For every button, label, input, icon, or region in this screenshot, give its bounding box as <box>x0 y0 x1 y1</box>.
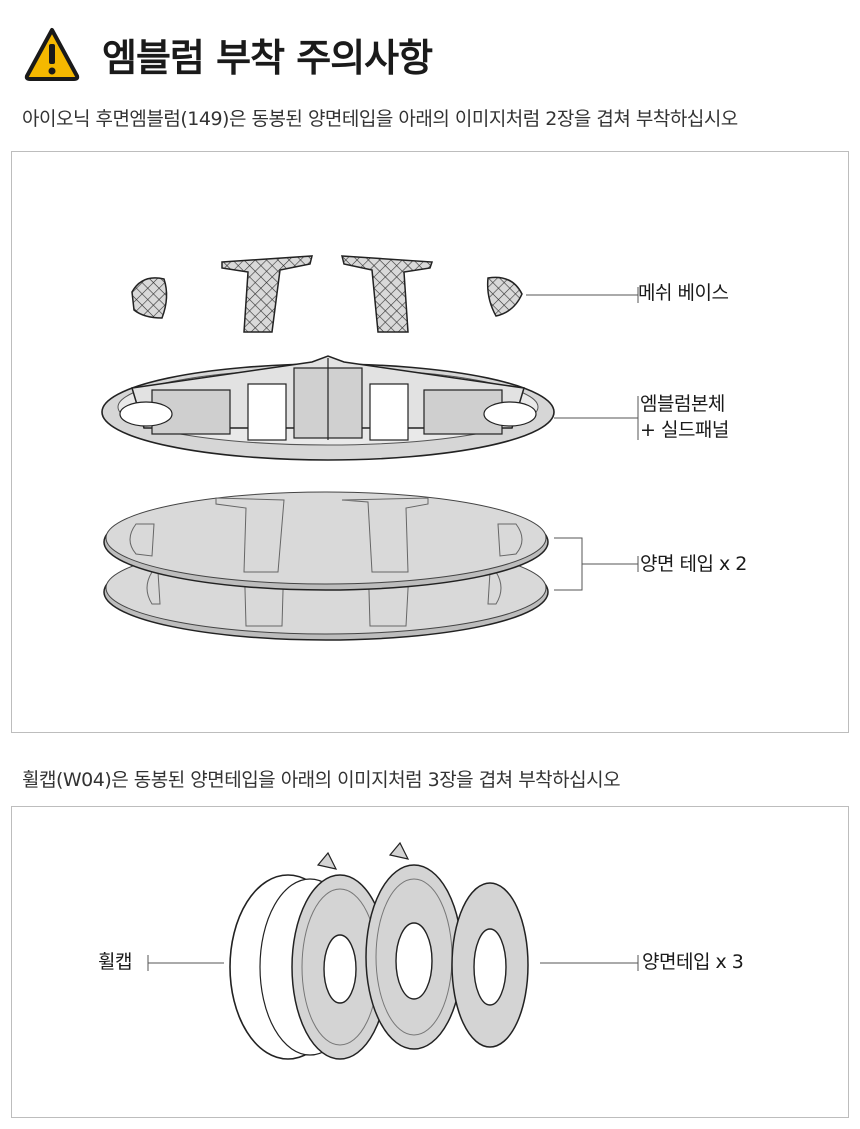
emblem-diagram-panel: 메쉬 베이스 엠블럼본체 + 실드패널 양면 테입 x 2 <box>11 151 849 733</box>
emblem-exploded-diagram <box>101 255 639 641</box>
leader-lines <box>526 287 639 591</box>
section2-description: 휠캡(W04)은 동봉된 양면테입을 아래의 이미지처럼 3장을 겹쳐 부착하십… <box>22 769 621 791</box>
wheelcap-exploded-diagram <box>147 841 639 1060</box>
label-tape-x3: 양면테입 x 3 <box>642 951 744 973</box>
tape-rings <box>291 841 529 1060</box>
label-tape-x2: 양면 테입 x 2 <box>640 553 747 575</box>
label-shield-panel: + 실드패널 <box>640 419 729 441</box>
wheelcap-diagram-panel: 휠캡 양면테입 x 3 <box>11 806 849 1118</box>
label-mesh-base: 메쉬 베이스 <box>638 282 729 304</box>
label-emblem-body: 엠블럼본체 <box>640 393 725 415</box>
double-sided-tapes <box>103 491 549 641</box>
leader-lines-2 <box>147 955 639 971</box>
warning-triangle-icon <box>24 28 80 81</box>
emblem-body <box>101 355 555 461</box>
mesh-base-parts <box>131 255 523 333</box>
section1-description: 아이오닉 후면엠블럼(149)은 동봉된 양면테입을 아래의 이미지처럼 2장을… <box>22 108 738 130</box>
page-title: 엠블럼 부착 주의사항 <box>102 35 433 80</box>
header: 엠블럼 부착 주의사항 <box>24 26 433 82</box>
label-wheelcap: 휠캡 <box>98 951 132 973</box>
